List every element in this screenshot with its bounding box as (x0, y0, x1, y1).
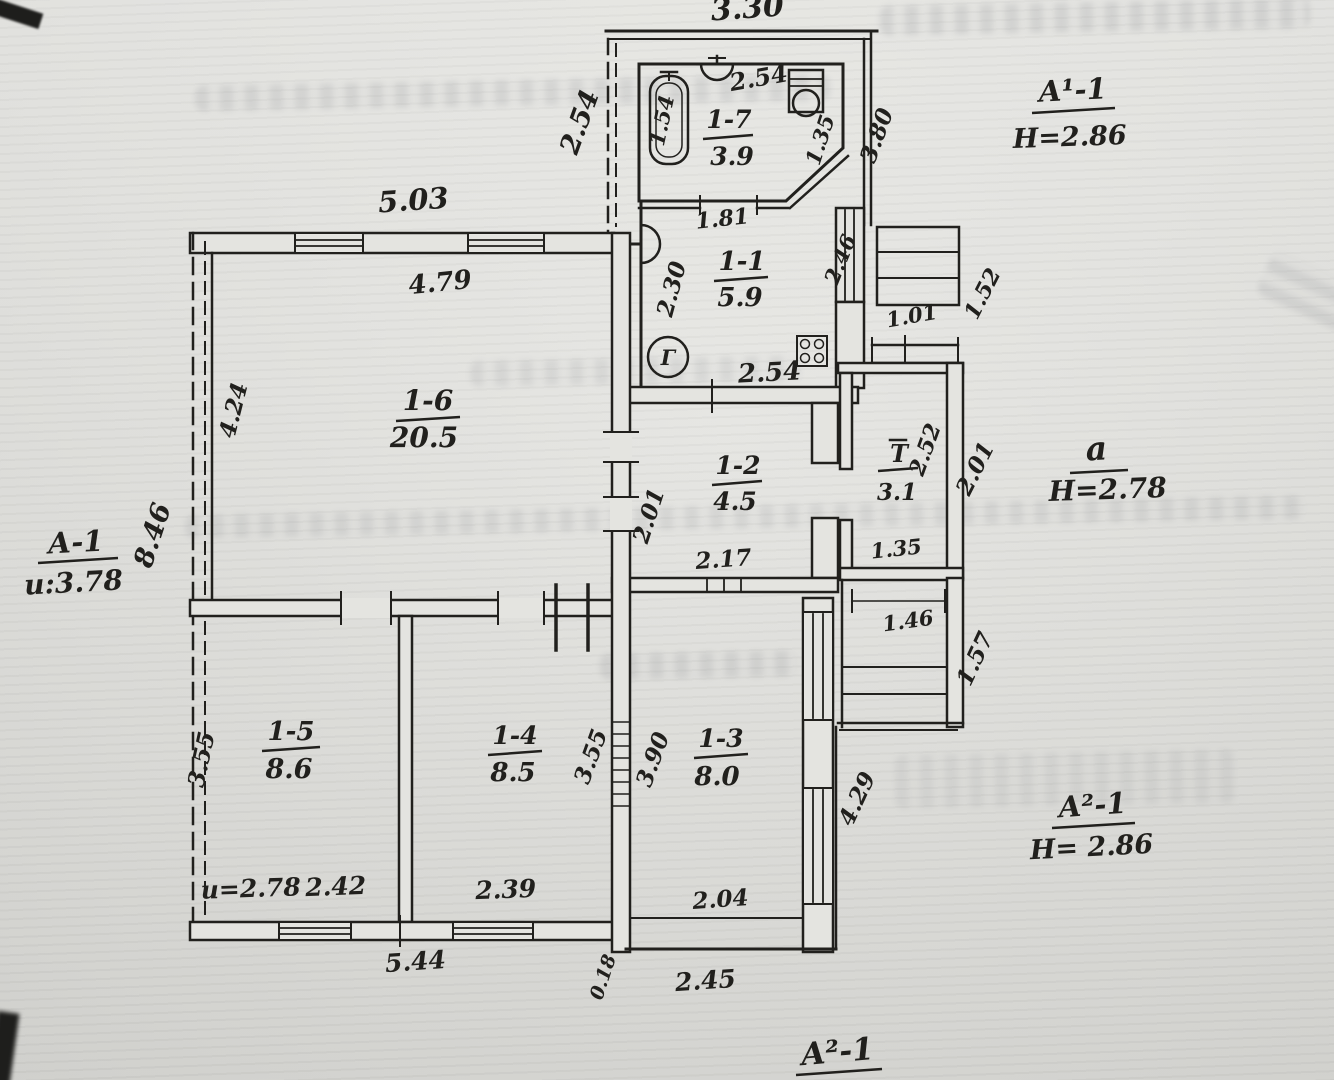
annotation-a1-left: А-1 и:3.78 (23, 524, 123, 602)
blocked-window-hatch (611, 721, 631, 807)
room-1-6-id: 1-6 (403, 384, 454, 417)
room-1-1-id: 1-1 (719, 247, 766, 277)
dim-label: 8.46 (128, 499, 178, 572)
window (802, 787, 834, 905)
room-1-2-area: 4.5 (713, 487, 757, 516)
window (467, 232, 545, 254)
dim-label: 2.17 (694, 544, 753, 575)
annotation-title: А-1 (45, 524, 105, 561)
porch-steps (870, 225, 961, 373)
annotation-title: А²-1 (797, 1031, 875, 1073)
dim-label: 1.81 (694, 203, 750, 234)
dim-label: 2.45 (673, 964, 737, 997)
annotation-sub: Н= 2.86 (1028, 829, 1154, 866)
room-1-3-area: 8.0 (693, 762, 739, 792)
dim-label: 2.39 (474, 874, 537, 905)
hatched-door (706, 577, 742, 593)
dim-label: 2.52 (904, 420, 947, 480)
annotation-sub: и:3.78 (23, 563, 123, 601)
room-1-4-area: 8.5 (489, 758, 535, 788)
dim-label: и=2.78 (200, 872, 301, 904)
dim-label: 2.04 (691, 884, 750, 915)
gas-meter-letter: Г (660, 345, 677, 370)
window (452, 921, 534, 941)
gas-stove-icon (796, 335, 828, 367)
dim-label: 1.35 (869, 533, 922, 563)
dim-label: 1.35 (800, 111, 840, 167)
dim-label: 4.79 (407, 265, 473, 301)
window (294, 232, 364, 254)
room-1-5-id: 1-5 (268, 717, 315, 747)
bathtub-icon (648, 70, 690, 166)
dim-label: 4.24 (214, 380, 254, 441)
room-1-7-id: 1-7 (706, 105, 752, 134)
room-1-6-area: 20.5 (389, 421, 458, 454)
room-t-walls (836, 361, 965, 582)
dim-label: 0.18 (586, 952, 621, 1003)
dim-label: 2.01 (627, 485, 670, 548)
annotation-a2-1-right: А²-1 Н= 2.86 (1028, 786, 1154, 867)
annotation-title: А²-1 (1055, 786, 1128, 825)
room-1-7-outline (637, 62, 845, 203)
room-t-id: Т (890, 439, 910, 468)
room-1-7-area: 3.9 (710, 142, 754, 171)
annotation-title: а (1085, 428, 1108, 468)
dim-label: 2.54 (554, 86, 606, 159)
annotation-a-mid-right: а Н=2.78 (1047, 428, 1167, 508)
gas-meter-symbol (646, 335, 690, 379)
dim-label: 3.55 (569, 725, 614, 787)
annotation-sub: Н=2.86 (1011, 120, 1127, 155)
annotation-sub: Н=2.78 (1047, 471, 1167, 508)
annotation-a2-1-bottom: А²-1 (795, 1031, 883, 1077)
window (802, 611, 834, 721)
walls-group (188, 29, 965, 954)
annotation-a1-1-top-right: А¹-1 Н=2.86 (1011, 71, 1127, 155)
room-1-1-area: 5.9 (717, 283, 762, 313)
dim-label: 3.90 (631, 728, 676, 790)
toilet-icon (787, 68, 825, 118)
room-t-area: 3.1 (877, 479, 917, 506)
dim-label: 3.80 (855, 104, 900, 166)
dim-label: 1.46 (881, 605, 936, 637)
room-1-2-id: 1-2 (715, 451, 760, 480)
room-1-5-area: 8.6 (265, 754, 313, 785)
dim-label: 5.44 (384, 945, 447, 978)
dim-label: 5.03 (377, 181, 450, 220)
labels-group: 1-7 3.9 1-1 5.9 1-2 4.5 Т 3.1 1-6 20.5 1… (23, 0, 1167, 1077)
dim-label: 2.30 (651, 259, 692, 321)
window (278, 921, 352, 941)
annotation-title: А¹-1 (1035, 71, 1107, 109)
room-1-4-id: 1-4 (492, 721, 537, 750)
dim-label: 1.52 (959, 264, 1006, 324)
dim-label: 3.30 (710, 0, 785, 29)
dim-label: 2.42 (304, 871, 367, 902)
rear-steps (836, 576, 965, 731)
dim-label: 3.55 (183, 729, 221, 789)
dim-label: 2.54 (736, 356, 802, 389)
room-1-3-id: 1-3 (698, 724, 743, 753)
sink-icon (699, 54, 735, 82)
dim-label: 4.29 (833, 768, 881, 830)
